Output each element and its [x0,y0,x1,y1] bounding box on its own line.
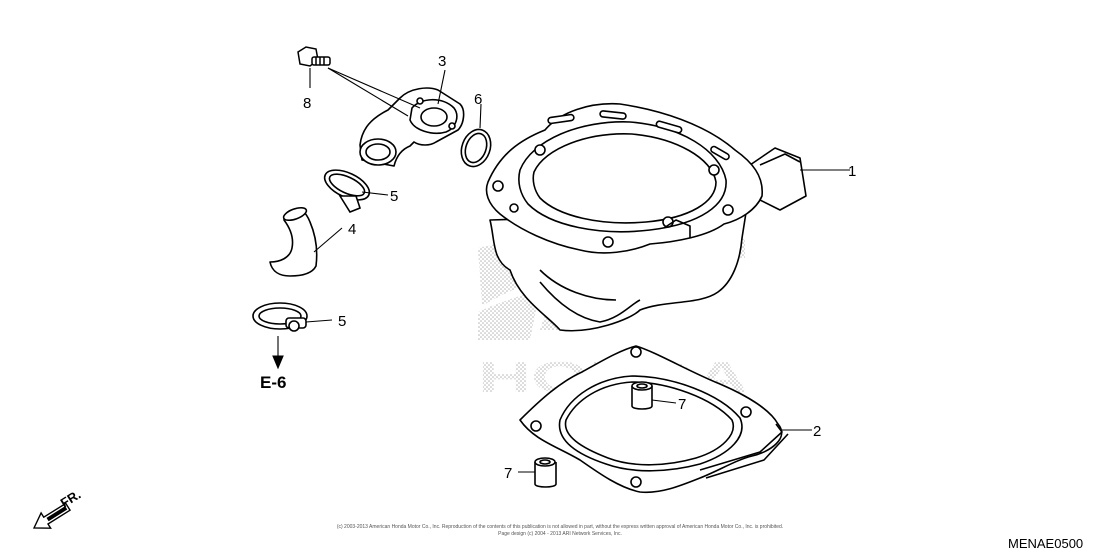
flange-bolt-part[interactable] [297,46,331,67]
cylinder-gasket-part[interactable] [519,345,789,494]
callout-8: 8 [303,95,311,112]
callout-5-upper: 5 [390,188,398,205]
front-direction-arrow-icon [32,502,72,529]
water-joint-part[interactable] [359,87,465,167]
callout-7-upper: 7 [678,396,686,413]
cylinder-part[interactable] [485,102,807,332]
callout-4: 4 [348,221,356,238]
callout-1: 1 [848,163,856,180]
callout-7-lower: 7 [504,465,512,482]
callout-5-lower: 5 [338,313,346,330]
copyright-line-1: (c) 2003-2013 American Honda Motor Co., … [337,524,783,530]
dowel-pin-upper-part[interactable] [631,381,653,410]
leader-lines [272,67,850,473]
callout-3: 3 [438,53,446,70]
o-ring-part[interactable] [456,125,495,170]
diagram-code: MENAE0500 [1008,536,1083,551]
callout-6: 6 [474,91,482,108]
water-hose-part[interactable] [269,205,318,277]
callout-2: 2 [813,423,821,440]
copyright-line-2: Page design (c) 2004 - 2013 ARI Network … [498,531,622,537]
dowel-pin-lower-part[interactable] [534,457,557,488]
hose-clamp-upper-part[interactable] [320,164,374,213]
hose-clamp-lower-part[interactable] [252,302,308,332]
reference-e6[interactable]: E-6 [260,373,286,392]
